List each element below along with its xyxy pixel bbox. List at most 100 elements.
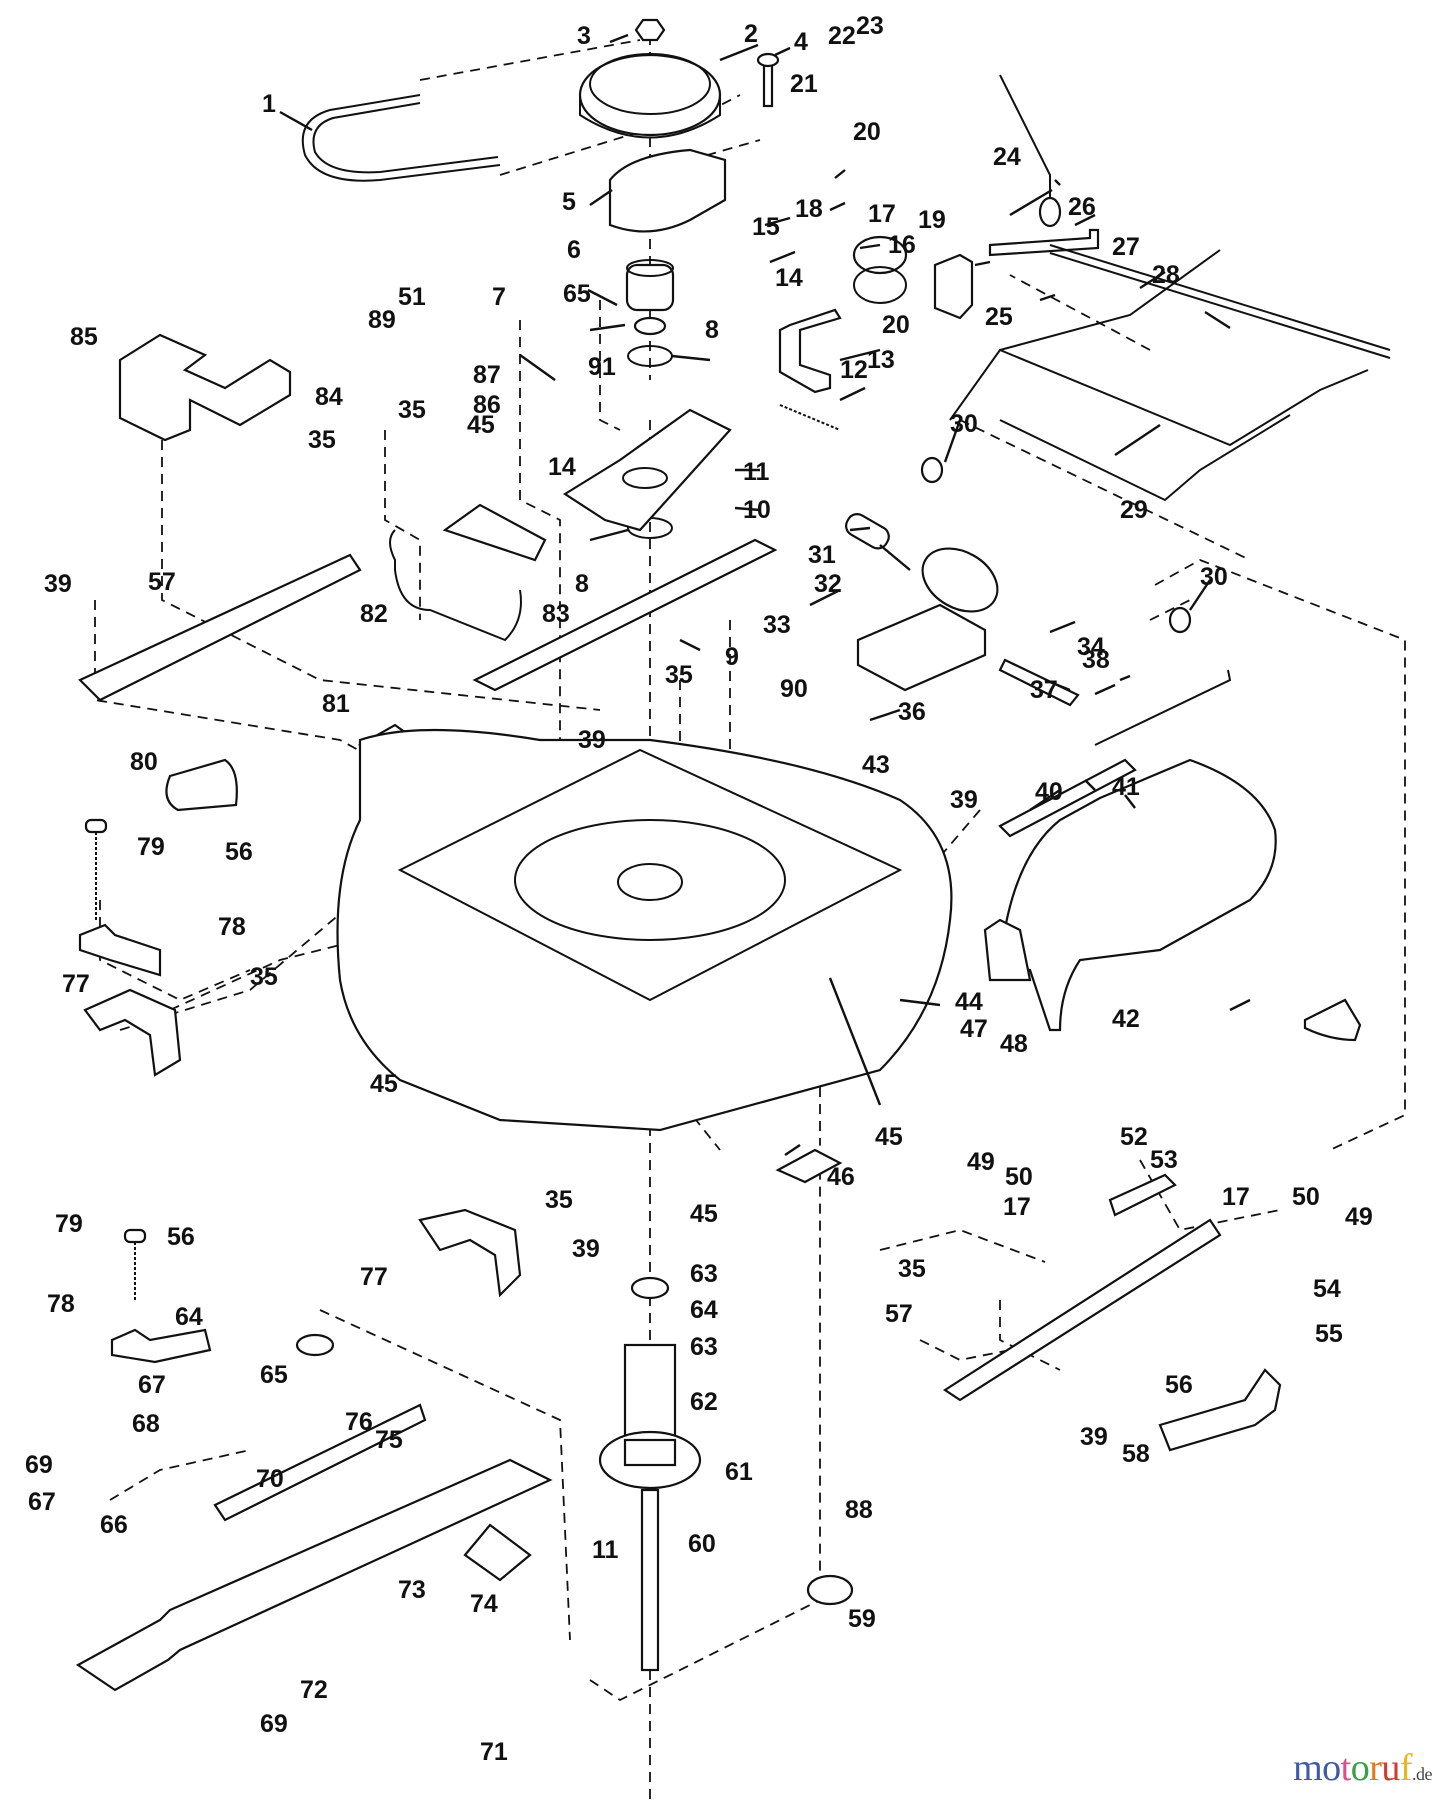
spring-pin [84,818,108,834]
label-part-17b: 17 [1003,1193,1031,1221]
label-part-61: 61 [725,1458,753,1486]
label-part-79b: 79 [55,1210,83,1238]
label-part-73: 73 [398,1576,426,1604]
label-part-17c: 17 [1222,1183,1250,1211]
bracket [1158,1368,1282,1452]
label-part-35e: 35 [545,1186,573,1214]
decal [1303,998,1362,1042]
watermark-letter: o [1350,1747,1370,1789]
lift-rod [999,74,1051,205]
label-part-81: 81 [322,690,350,718]
washer [920,456,944,484]
roller-shaft [845,513,890,550]
spring [779,404,841,431]
label-part-18: 18 [795,195,823,223]
label-part-56a: 56 [225,838,253,866]
label-part-66: 66 [100,1511,128,1539]
watermark-letter: o [1322,1747,1341,1789]
label-part-85: 85 [70,323,98,351]
part-number-labels: 1 2 3 4 21 22 23 5 6 65 8 91 8 7 51 89 8… [25,12,1373,1766]
label-part-32: 32 [814,570,842,598]
deck-bracket [942,1218,1222,1402]
bracket [110,1328,212,1364]
label-part-54: 54 [1313,1275,1341,1303]
roller-bracket [856,603,987,692]
label-part-39d: 39 [572,1235,600,1263]
label-part-78a: 78 [218,913,246,941]
label-part-35b: 35 [308,426,336,454]
label-part-65a: 65 [563,280,591,308]
hinge [442,503,547,562]
label-part-84: 84 [315,383,343,411]
label-part-29: 29 [1120,496,1148,524]
label-part-8a: 8 [705,316,719,344]
label-part-1: 1 [262,90,276,118]
bracket [78,923,162,977]
spindle-shaft [640,1488,660,1672]
label-part-89: 89 [368,306,396,334]
drive-belt [301,94,501,182]
label-part-11a: 11 [743,458,770,486]
clevis-pin [988,228,1100,257]
label-part-72: 72 [300,1676,328,1704]
label-part-37: 37 [1030,676,1058,704]
label-part-14b: 14 [775,264,803,292]
label-part-28: 28 [1152,261,1180,289]
label-part-41: 41 [1112,773,1140,801]
label-part-12: 12 [840,356,868,384]
label-part-33: 33 [763,611,791,639]
label-part-67b: 67 [28,1488,56,1516]
label-part-10: 10 [743,496,771,524]
spring-pin [123,1228,147,1244]
label-part-19: 19 [918,206,946,234]
watermark-letter: u [1381,1747,1400,1789]
label-part-20b: 20 [882,311,910,339]
label-part-59: 59 [848,1605,876,1633]
washer [633,316,667,336]
label-part-23: 23 [856,12,884,40]
label-part-15: 15 [752,213,780,241]
label-part-75: 75 [375,1426,403,1454]
bearing [630,1276,670,1300]
label-part-35a: 35 [398,396,426,424]
u-bracket [418,1208,522,1298]
label-part-70: 70 [256,1465,284,1493]
label-part-76: 76 [345,1408,373,1436]
label-part-71: 71 [480,1738,508,1766]
support-bar [472,538,778,692]
bearing [295,1333,335,1357]
label-part-48: 48 [1000,1030,1028,1058]
label-part-39b: 39 [578,726,606,754]
belt-guard [608,148,727,233]
label-part-88: 88 [845,1496,873,1524]
label-part-69a: 69 [25,1451,53,1479]
label-part-45a: 45 [467,411,495,439]
label-part-74: 74 [470,1590,498,1618]
label-part-34: 34 [1077,633,1105,661]
discharge-chute [998,758,1277,1032]
label-part-63a: 63 [690,1260,718,1288]
label-part-51: 51 [398,283,426,311]
label-part-11b: 11 [592,1536,619,1564]
label-part-35c: 35 [665,661,693,689]
watermark-letter: t [1340,1747,1352,1789]
lift-frame [949,249,1369,502]
label-part-80: 80 [130,748,158,776]
label-part-24: 24 [993,143,1021,171]
label-part-27: 27 [1112,233,1140,261]
label-part-63b: 63 [690,1333,718,1361]
label-part-16: 16 [888,231,916,259]
label-part-57b: 57 [885,1300,913,1328]
label-part-78b: 78 [47,1290,75,1318]
label-part-47: 47 [960,1015,988,1043]
label-part-87: 87 [473,361,501,389]
u-bracket [83,988,182,1077]
label-part-8b: 8 [575,570,589,598]
label-part-52: 52 [1120,1123,1148,1151]
label-part-43: 43 [862,751,890,779]
clevis [933,253,974,320]
label-part-53: 53 [1150,1146,1178,1174]
roller [921,547,999,613]
label-part-30a: 30 [950,410,978,438]
part-drawings [75,18,1391,1692]
